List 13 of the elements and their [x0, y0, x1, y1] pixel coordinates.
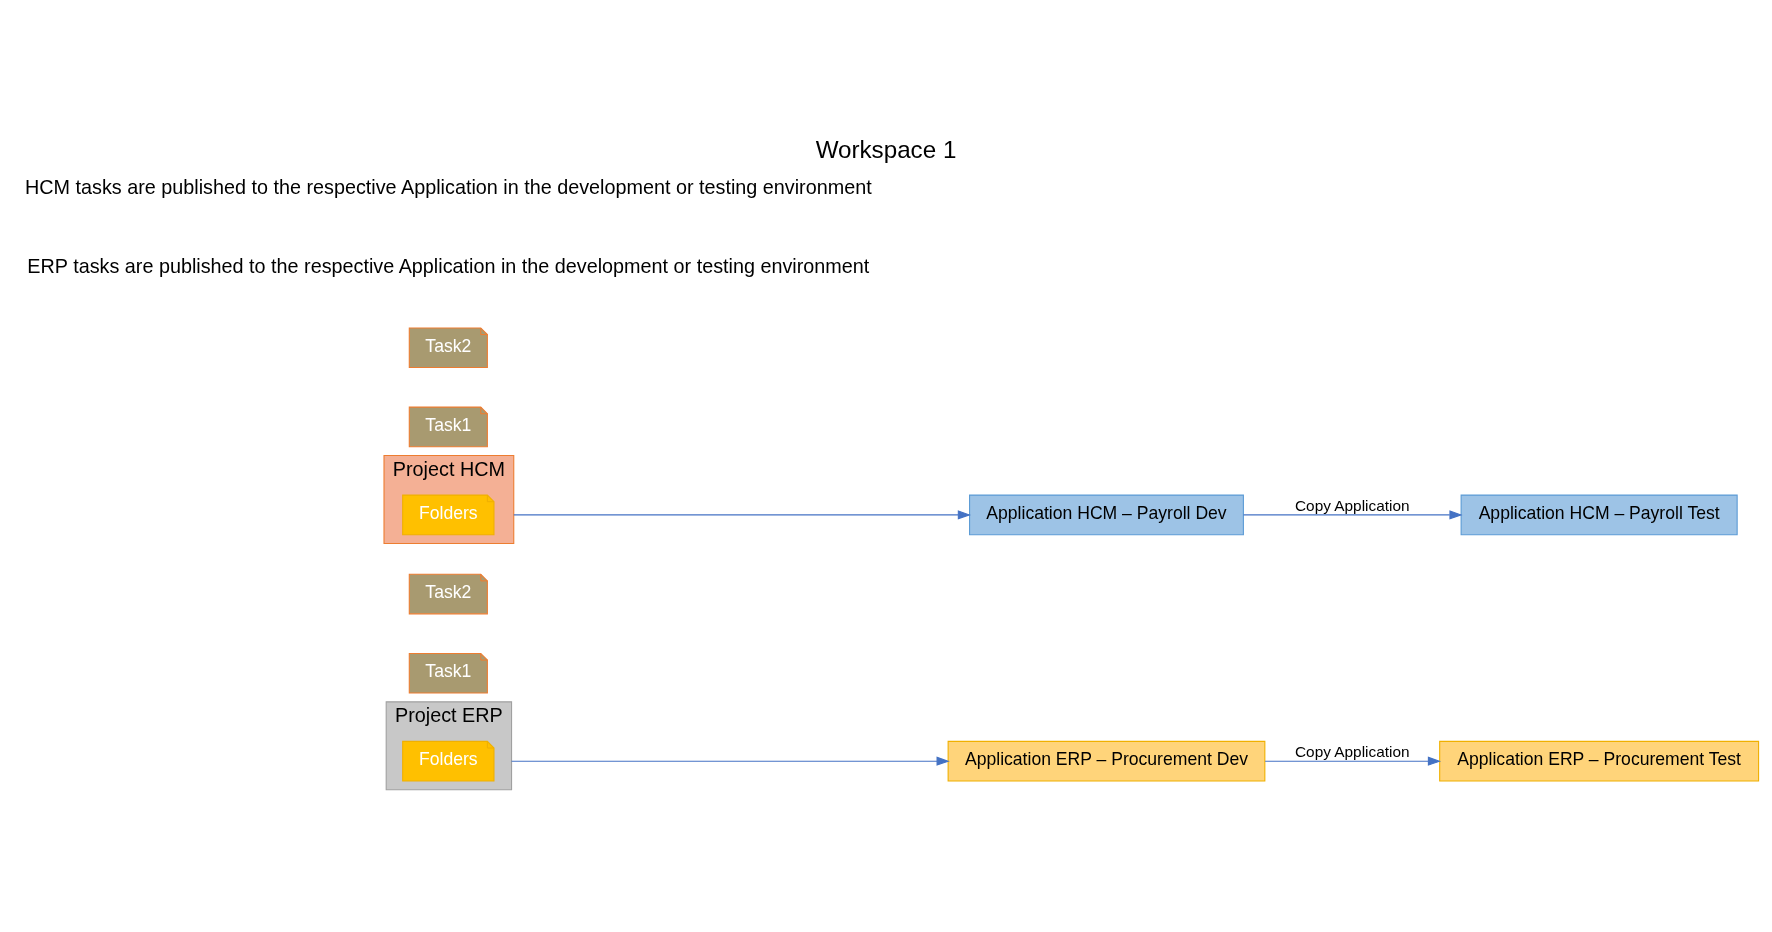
edge-label: Copy Application	[1295, 742, 1410, 760]
arrow	[511, 756, 950, 766]
arrow	[1243, 509, 1463, 519]
node-box: Application ERP – Procurement Dev	[947, 740, 1266, 782]
diagram-title: Workspace 1	[815, 135, 957, 163]
node-box: Application HCM – Payroll Test	[1460, 494, 1738, 535]
arrow	[1264, 756, 1442, 766]
arrow	[513, 509, 971, 519]
label: HCM tasks are published to the respective Application in the development or testing environment	[24, 175, 872, 198]
edge-label: Copy Application	[1295, 496, 1410, 514]
label: ERP tasks are published to the respective Application in the development or testing environment	[27, 254, 870, 277]
node-box: Application HCM – Payroll Dev	[969, 494, 1244, 535]
node-box: Application ERP – Procurement Test	[1439, 740, 1760, 782]
